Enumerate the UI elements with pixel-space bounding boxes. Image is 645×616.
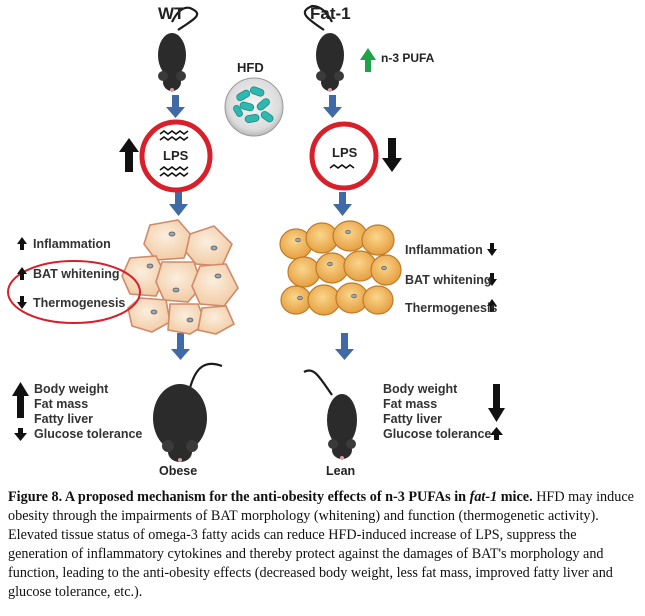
caption-bold-prefix: Figure 8. A proposed mechanism for the a… xyxy=(8,489,470,505)
wt-title: WT xyxy=(158,4,185,23)
right-effect-inflammation: Inflammation xyxy=(405,243,483,257)
fat1-mouse-icon xyxy=(303,4,344,92)
wt-mouse-icon xyxy=(158,6,199,92)
caption-body: HFD may induce obesity through the impai… xyxy=(8,489,634,600)
caption-bold-italic: fat-1 xyxy=(469,489,498,505)
right-outcome-body-weight: Body weight xyxy=(383,382,458,396)
highlight-ellipse xyxy=(7,260,141,324)
adipocytes-brown xyxy=(279,220,402,316)
left-outcome-fatty-liver: Fatty liver xyxy=(34,412,94,426)
lps-label-right: LPS xyxy=(332,145,358,160)
lps-circle-left xyxy=(139,119,213,193)
left-effect-bat-whitening: BAT whitening xyxy=(33,267,120,281)
figure-caption: Figure 8. A proposed mechanism for the a… xyxy=(8,488,638,602)
obese-label: Obese xyxy=(159,464,198,478)
left-effect-inflammation: Inflammation xyxy=(33,237,111,251)
lps-label-left: LPS xyxy=(163,148,189,163)
left-outcome-arrows xyxy=(12,382,29,441)
left-effect-arrows xyxy=(17,237,27,309)
left-outcome-fat-mass: Fat mass xyxy=(34,397,89,411)
left-outcome-glucose-tolerance: Glucose tolerance xyxy=(34,427,143,441)
adipocytes-whitened xyxy=(121,219,239,335)
hfd-label: HFD xyxy=(237,60,264,75)
fat1-title: Fat-1 xyxy=(310,4,351,23)
left-outcome-body-weight: Body weight xyxy=(34,382,109,396)
right-outcome-fatty-liver: Fatty liver xyxy=(383,412,443,426)
flow-arrows xyxy=(166,95,354,360)
caption-bold-suffix: mice. xyxy=(497,489,533,505)
n3-pufa-label: n-3 PUFA xyxy=(381,51,435,65)
whitened-nuclei xyxy=(146,231,222,323)
left-effect-thermogenesis: Thermogenesis xyxy=(33,296,126,310)
n3-pufa-up-arrow-icon xyxy=(360,48,376,72)
right-effect-thermogenesis: Thermogenesis xyxy=(405,301,498,315)
lps-circle-right xyxy=(309,121,379,191)
right-effect-arrows xyxy=(487,243,497,312)
lean-mouse-icon xyxy=(303,369,357,460)
hfd-pills-icon xyxy=(224,77,284,137)
lps-increase-arrow-icon xyxy=(119,138,139,172)
lps-decrease-arrow-icon xyxy=(382,138,402,172)
right-outcome-arrows xyxy=(488,384,505,440)
obese-mouse-icon xyxy=(153,362,223,462)
right-outcome-fat-mass: Fat mass xyxy=(383,397,438,411)
right-outcome-glucose-tolerance: Glucose tolerance xyxy=(383,427,492,441)
lean-label: Lean xyxy=(326,464,356,478)
brown-nuclei xyxy=(295,229,387,301)
right-effect-bat-whitening: BAT whitening xyxy=(405,273,492,287)
